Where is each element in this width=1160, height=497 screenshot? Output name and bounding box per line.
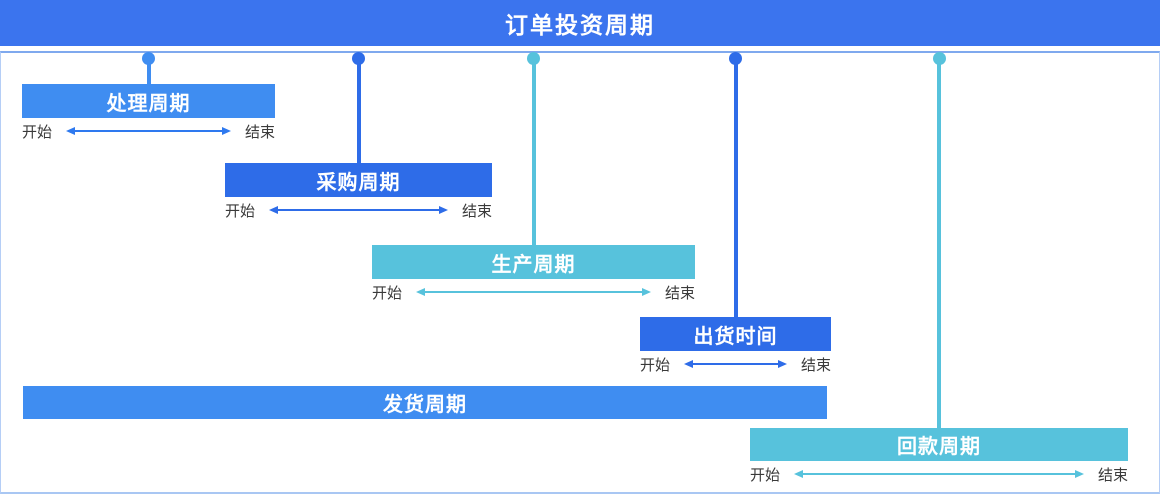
range-row: 开始 结束 xyxy=(225,201,492,220)
arrow-head-right-icon xyxy=(1074,470,1084,478)
cycle-bar-label: 处理周期 xyxy=(106,92,191,115)
cycle-bar: 回款周期 xyxy=(750,428,1128,461)
cycle-bar-label: 出货时间 xyxy=(693,325,778,348)
range-start-label: 开始 xyxy=(22,123,53,141)
double-arrow-icon xyxy=(684,360,787,368)
arrow-head-left-icon xyxy=(66,127,76,135)
double-arrow-icon xyxy=(794,470,1084,478)
range-row: 开始 结束 xyxy=(372,283,695,302)
arrow-line xyxy=(278,209,439,211)
timeline-dot-icon xyxy=(527,52,540,65)
arrow-head-right-icon xyxy=(777,360,787,368)
range-end-label: 结束 xyxy=(1097,466,1128,484)
arrow-line xyxy=(693,363,778,365)
arrow-head-left-icon xyxy=(794,470,804,478)
cycle-bar-label: 生产周期 xyxy=(491,253,576,276)
timeline-dot-icon xyxy=(142,52,155,65)
timeline-stem xyxy=(733,58,738,317)
timeline-stem xyxy=(531,58,536,245)
diagram-header: 订单投资周期 xyxy=(0,0,1160,46)
range-end-label: 结束 xyxy=(244,123,275,141)
cycle-bar: 出货时间 xyxy=(640,317,831,351)
timeline-stem xyxy=(146,58,151,84)
range-end-label: 结束 xyxy=(800,356,831,374)
cycle-bar-label: 回款周期 xyxy=(897,436,981,458)
double-arrow-icon xyxy=(416,288,651,296)
timeline-stem xyxy=(356,58,361,163)
arrow-head-right-icon xyxy=(438,206,448,214)
cycle-bar: 生产周期 xyxy=(372,245,695,279)
range-start-label: 开始 xyxy=(225,202,256,220)
double-arrow-icon xyxy=(66,127,231,135)
cycle-bar: 发货周期 xyxy=(23,386,827,419)
range-row: 开始 结束 xyxy=(22,122,275,141)
cycle-bar-label: 发货周期 xyxy=(383,394,467,416)
range-end-label: 结束 xyxy=(664,284,695,302)
arrow-head-left-icon xyxy=(684,360,694,368)
timeline-stem xyxy=(937,58,941,428)
arrow-line xyxy=(803,473,1075,475)
timeline-dot-icon xyxy=(729,52,742,65)
timeline-dot-icon xyxy=(352,52,365,65)
range-end-label: 结束 xyxy=(461,202,492,220)
range-start-label: 开始 xyxy=(372,284,403,302)
cycle-bar: 处理周期 xyxy=(22,84,275,118)
arrow-line xyxy=(425,291,642,293)
range-start-label: 开始 xyxy=(750,466,781,484)
cycle-bar-label: 采购周期 xyxy=(316,171,401,194)
double-arrow-icon xyxy=(269,206,448,214)
page-title: 订单投资周期 xyxy=(505,12,655,38)
range-row: 开始 结束 xyxy=(750,465,1128,484)
arrow-head-left-icon xyxy=(416,288,426,296)
arrow-line xyxy=(75,130,222,132)
arrow-head-right-icon xyxy=(641,288,651,296)
timeline-dot-icon xyxy=(932,52,946,65)
cycle-bar: 采购周期 xyxy=(225,163,492,197)
arrow-head-right-icon xyxy=(221,127,231,135)
arrow-head-left-icon xyxy=(269,206,279,214)
range-row: 开始 结束 xyxy=(640,355,831,374)
range-start-label: 开始 xyxy=(640,356,671,374)
